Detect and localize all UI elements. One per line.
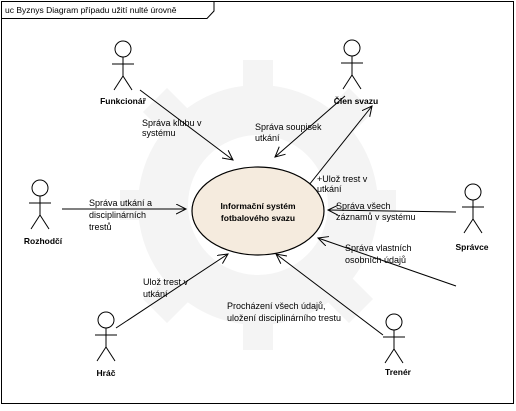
association-spravce-zaznamu bbox=[328, 210, 457, 212]
actor-spravce-name: Správce bbox=[455, 242, 488, 252]
svg-text:Správa utkání a: Správa utkání a bbox=[89, 198, 152, 208]
label-rozhodci: Správa utkání a disciplinárních trestů bbox=[89, 198, 152, 232]
use-case-label-line1: Informační systém bbox=[220, 201, 296, 211]
use-case-label-line2: fotbalového svazu bbox=[221, 213, 295, 223]
association-spravce-osobnich bbox=[318, 238, 457, 287]
svg-text:utkání: utkání bbox=[255, 133, 280, 143]
actor-hrac[interactable] bbox=[95, 311, 117, 362]
svg-text:utkání: utkání bbox=[317, 184, 342, 194]
use-case-informacni-system[interactable]: Informační systém fotbalového svazu bbox=[191, 166, 325, 256]
svg-text:Správa soupisek: Správa soupisek bbox=[255, 122, 322, 132]
svg-text:systému: systému bbox=[142, 128, 176, 138]
use-case-ellipse bbox=[191, 166, 325, 256]
svg-text:disciplinárních: disciplinárních bbox=[89, 210, 146, 220]
association-trener bbox=[276, 254, 384, 336]
svg-text:+Ulož trest v: +Ulož trest v bbox=[317, 174, 368, 184]
actor-rozhodci[interactable] bbox=[29, 179, 51, 230]
actor-hrac-name: Hráč bbox=[97, 368, 116, 378]
association-clen-svazu bbox=[275, 95, 346, 157]
diagram-frame bbox=[1, 1, 514, 404]
actor-rozhodci-name: Rozhodčí bbox=[24, 236, 63, 246]
label-spravce-zaznamu: Správa všech záznamů v systému bbox=[336, 201, 416, 222]
actor-clen-svazu[interactable] bbox=[341, 39, 363, 90]
actor-trener[interactable] bbox=[383, 313, 405, 364]
svg-text:Správa všech: Správa všech bbox=[336, 201, 391, 211]
association-hrac bbox=[115, 254, 228, 329]
actor-trener-name: Trenér bbox=[385, 367, 412, 377]
frame-title: uc Byznys Diagram případu užití nulté úr… bbox=[5, 5, 177, 15]
frame-title-tab bbox=[1, 1, 215, 19]
actor-clen-svazu-name: Člen svazu bbox=[334, 95, 378, 106]
label-spravce-osobnich: Správa vlastních osobních údajů bbox=[345, 243, 412, 265]
svg-text:osobních údajů: osobních údajů bbox=[345, 255, 406, 265]
svg-text:trestů: trestů bbox=[89, 222, 112, 232]
label-funkcionar: Správa klubu v systému bbox=[142, 118, 202, 138]
svg-text:Ulož trest v: Ulož trest v bbox=[143, 277, 189, 287]
label-uloz-trest-clen: +Ulož trest v utkání bbox=[317, 174, 368, 194]
association-funkcionar bbox=[139, 89, 233, 160]
svg-text:Správa klubu v: Správa klubu v bbox=[142, 118, 202, 128]
actor-funkcionar[interactable] bbox=[112, 40, 134, 91]
svg-text:utkání: utkání bbox=[143, 289, 168, 299]
svg-text:Procházení všech údajů,: Procházení všech údajů, bbox=[227, 301, 326, 311]
actor-funkcionar-name: Funkcionář bbox=[100, 96, 147, 106]
association-uloz-trest-clen bbox=[304, 106, 372, 191]
svg-text:záznamů v systému: záznamů v systému bbox=[336, 212, 416, 222]
association-lines bbox=[62, 89, 457, 336]
svg-text:Správa vlastních: Správa vlastních bbox=[345, 243, 412, 253]
label-clen-svazu: Správa soupisek utkání bbox=[255, 122, 322, 143]
label-trener: Procházení všech údajů, uložení discipli… bbox=[227, 301, 341, 323]
actor-spravce[interactable] bbox=[462, 183, 484, 234]
label-hrac: Ulož trest v utkání bbox=[143, 277, 189, 299]
svg-text:uložení disciplinárního trestu: uložení disciplinárního trestu bbox=[227, 313, 341, 323]
